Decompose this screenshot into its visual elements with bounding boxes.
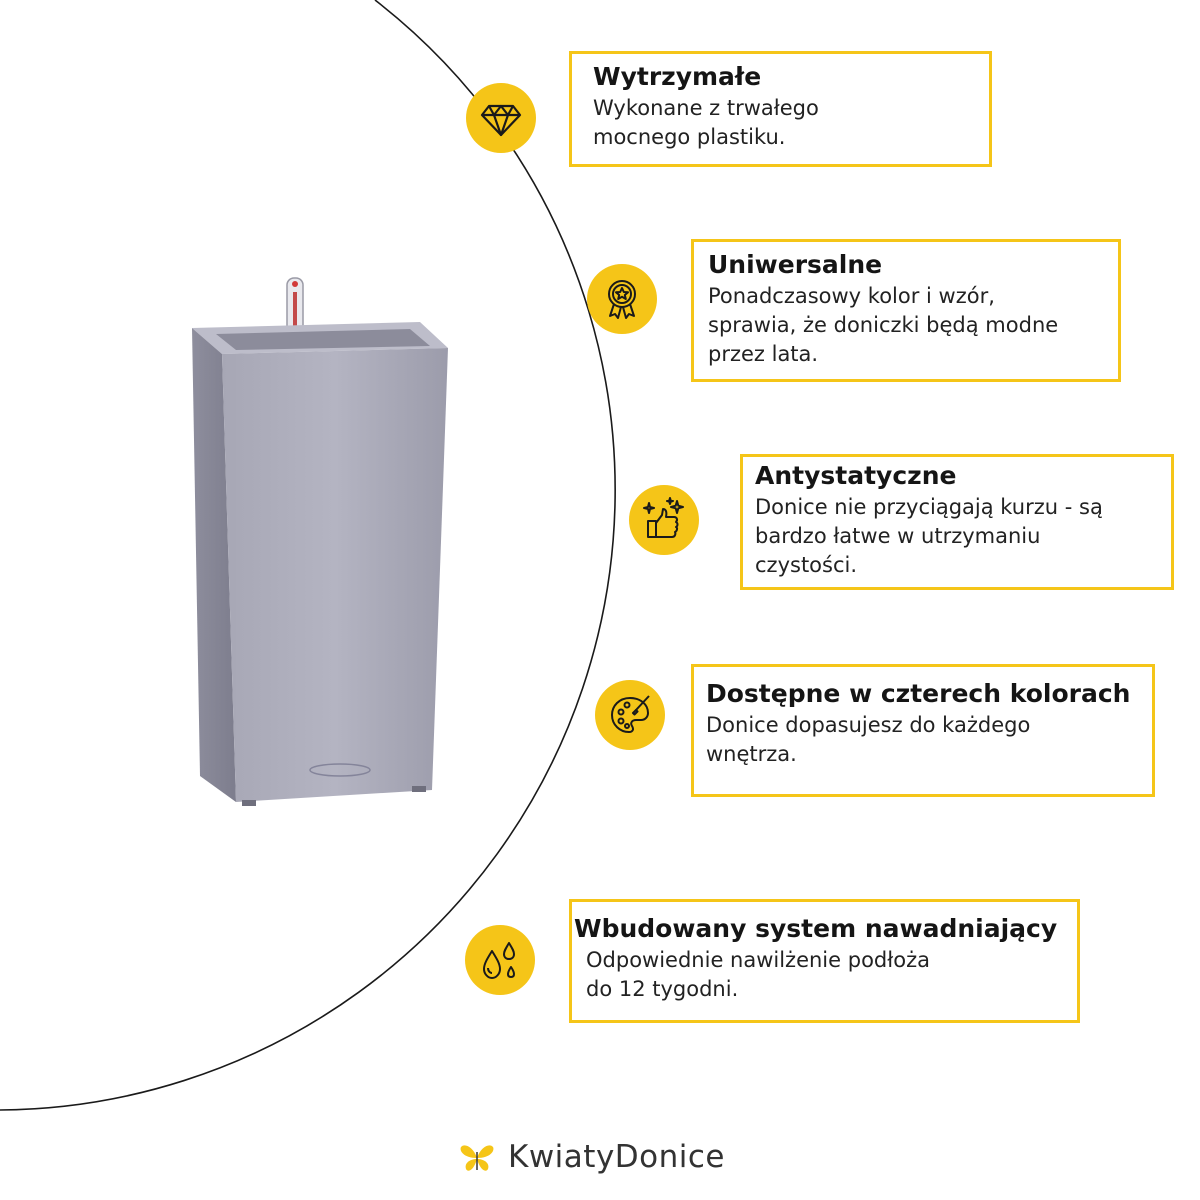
- feature-title: Antystatyczne: [755, 461, 957, 490]
- butterfly-logo-icon: [460, 1145, 494, 1171]
- feature-title: Uniwersalne: [708, 250, 883, 279]
- feature-description: Wykonane z trwałego mocnego plastiku.: [593, 96, 819, 149]
- planter-image: [192, 277, 448, 806]
- feature-card-four-colors: Dostępne w czterech kolorach Donice dopa…: [691, 664, 1155, 797]
- feature-card-irrigation-system: Wbudowany system nawadniający Odpowiedni…: [569, 899, 1080, 1023]
- feature-card-durable: Wytrzymałe Wykonane z trwałego mocnego p…: [569, 51, 992, 167]
- palette-icon: [595, 680, 665, 750]
- brand-logo: KwiatyDonice: [458, 1138, 725, 1176]
- award-badge-icon: [587, 264, 657, 334]
- feature-title: Wytrzymałe: [593, 62, 762, 91]
- feature-title: Dostępne w czterech kolorach: [706, 679, 1131, 708]
- feature-description: Ponadczasowy kolor i wzór, sprawia, że d…: [708, 284, 1059, 366]
- feature-description: Donice dopasujesz do każdego wnętrza.: [706, 713, 1031, 766]
- feature-description: Donice nie przyciągają kurzu - są bardzo…: [755, 495, 1103, 577]
- feature-card-universal: Uniwersalne Ponadczasowy kolor i wzór, s…: [691, 239, 1121, 382]
- feature-title: Wbudowany system nawadniający: [574, 914, 1058, 943]
- diamond-icon: [466, 83, 536, 153]
- thumbs-up-sparkle-icon: [629, 485, 699, 555]
- feature-card-antistatic: Antystatyczne Donice nie przyciągają kur…: [740, 454, 1174, 590]
- feature-description: Odpowiednie nawilżenie podłoża do 12 tyg…: [586, 948, 930, 1001]
- water-drops-icon: [465, 925, 535, 995]
- brand-name: KwiatyDonice: [508, 1139, 726, 1175]
